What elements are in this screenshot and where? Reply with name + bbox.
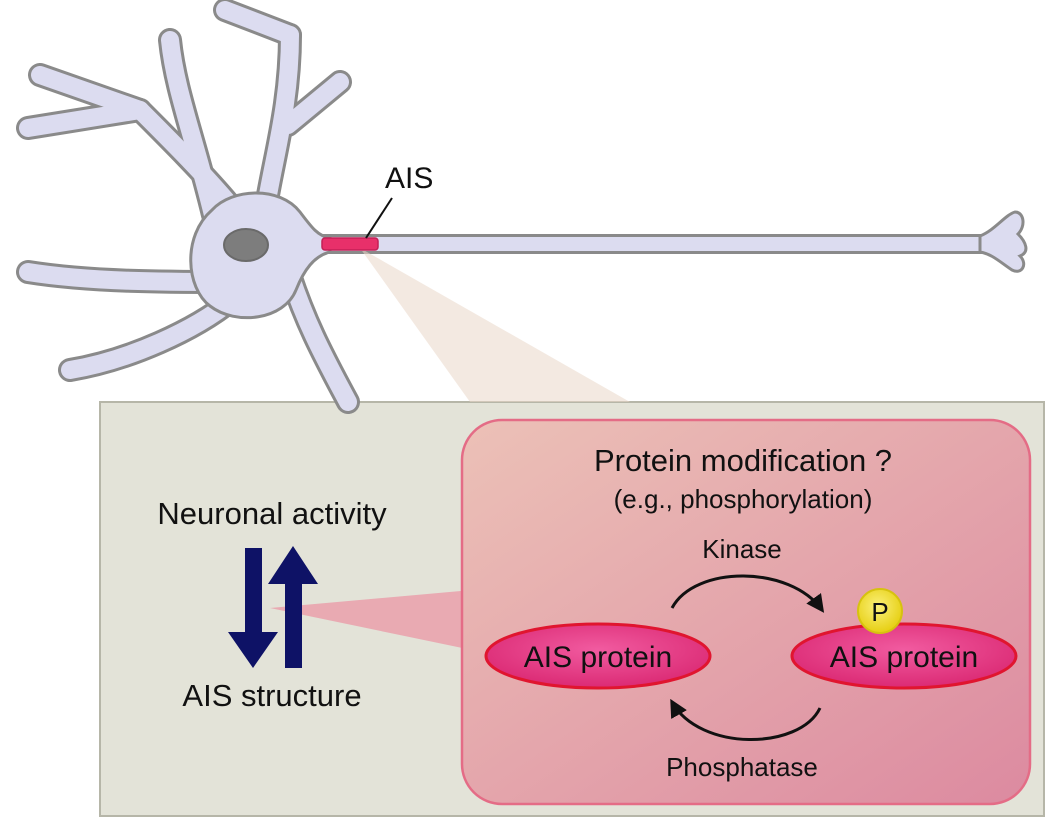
panel-subtitle: (e.g., phosphorylation) (614, 484, 873, 514)
neuronal-activity-label: Neuronal activity (157, 496, 387, 531)
ais-protein-right-label: AIS protein (830, 641, 978, 674)
phosphatase-label: Phosphatase (666, 752, 818, 782)
neuron-dendrites (16, 0, 360, 414)
zoom-callout-region (360, 248, 630, 402)
axon-terminal (978, 210, 1028, 273)
ais-segment (321, 237, 379, 251)
ais-protein-unmodified (484, 622, 712, 690)
phosphate-label: P (871, 597, 888, 627)
protein-modification-panel (460, 418, 1032, 806)
phosphate-group (857, 588, 903, 634)
ais-structure-label: AIS structure (182, 678, 361, 713)
up-arrow (268, 546, 318, 668)
ais-protein-left-label: AIS protein (524, 641, 672, 674)
panel-title: Protein modification ? (594, 443, 892, 478)
ais-protein-phosphorylated (790, 622, 1018, 690)
zoom-pointer (270, 590, 472, 650)
ais-leader-line (365, 197, 393, 239)
phosphatase-arrow (670, 698, 822, 741)
ais-label: AIS (385, 162, 433, 195)
kinase-arrow (670, 574, 825, 613)
down-arrow (228, 548, 278, 668)
nucleus (223, 228, 269, 262)
kinase-label: Kinase (702, 534, 782, 564)
